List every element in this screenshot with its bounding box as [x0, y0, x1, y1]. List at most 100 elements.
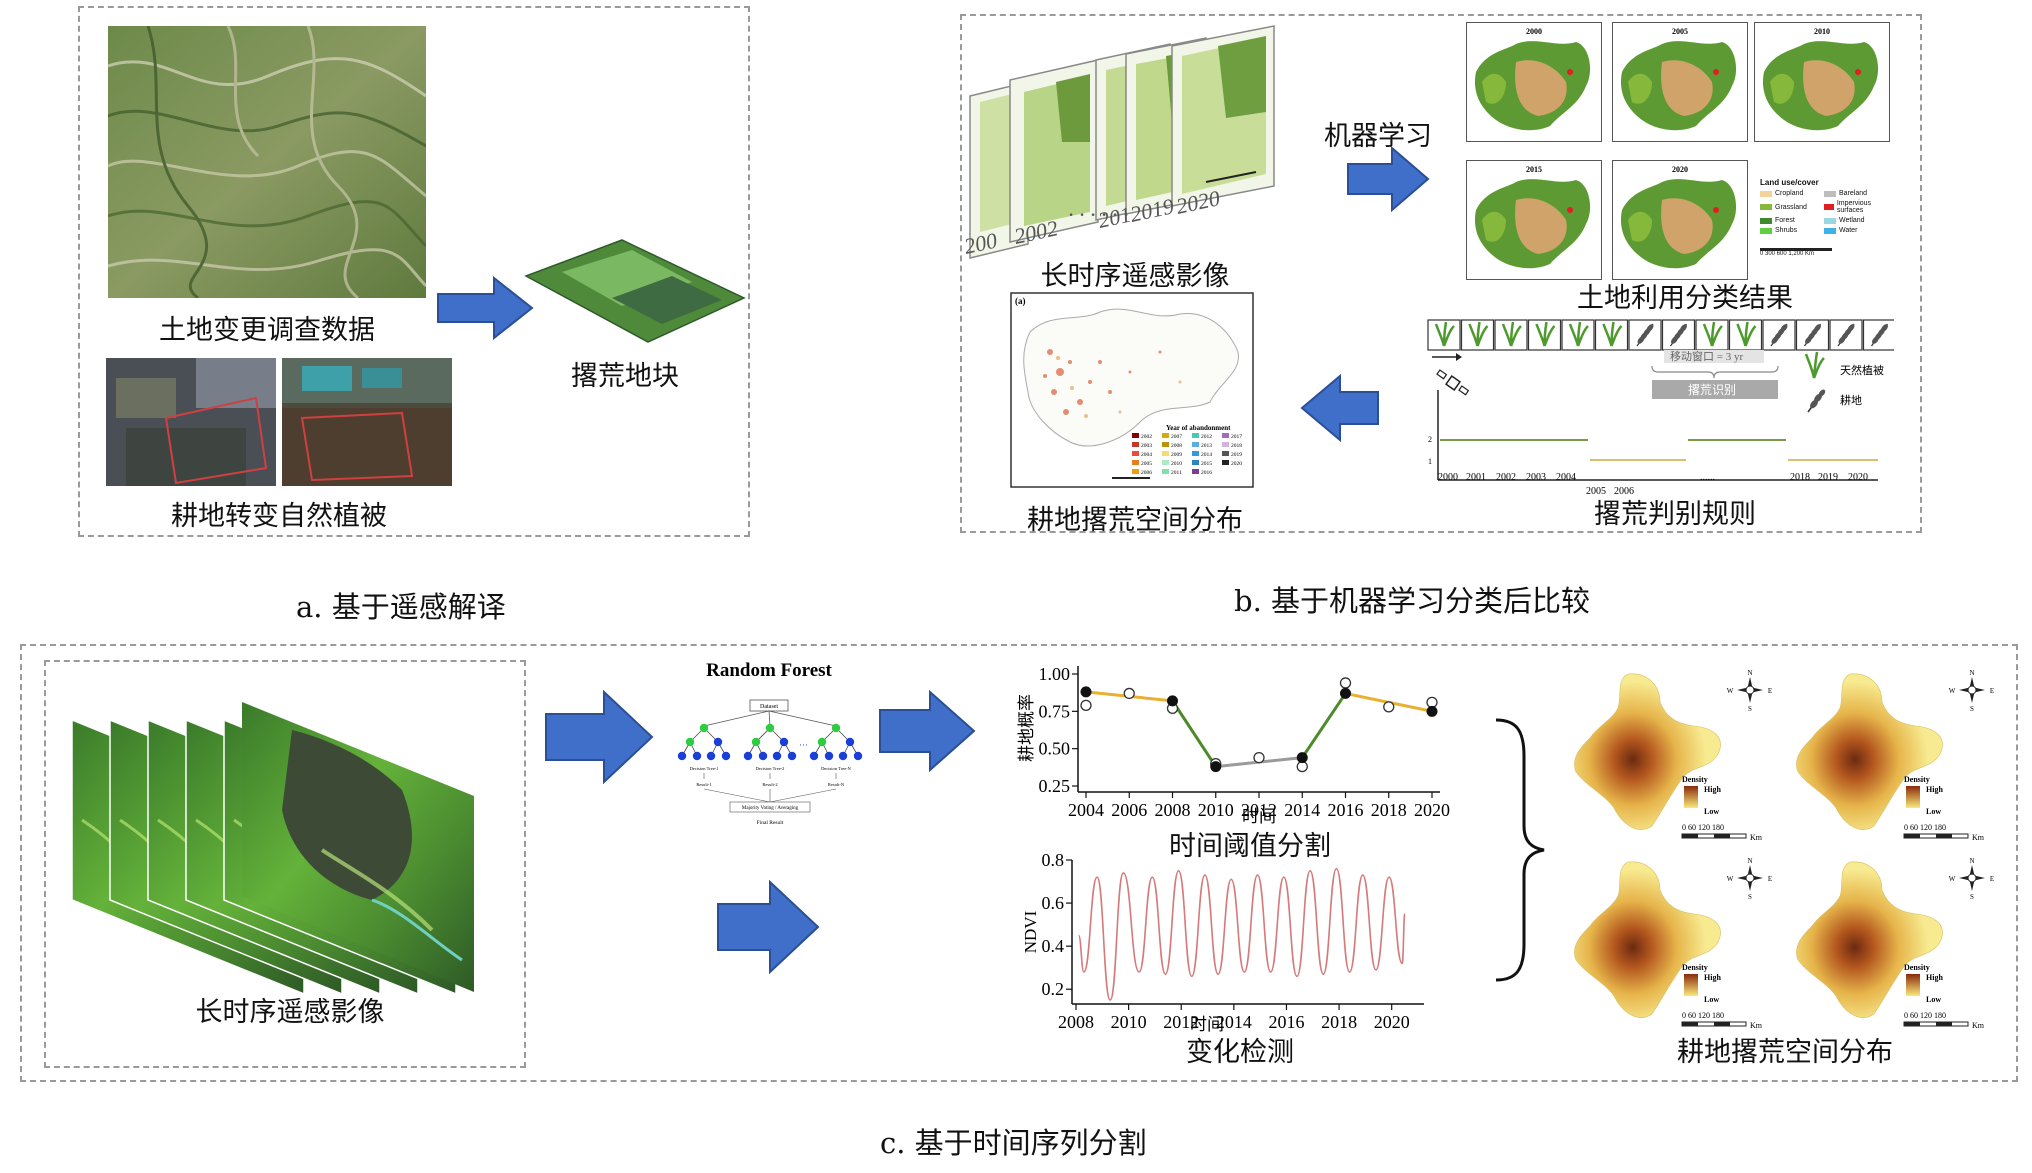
natural-vegetation-cell [1494, 319, 1528, 351]
prob-y-tick-label: 0.75 [1039, 701, 1071, 721]
abandon-legend-year: 2004 [1141, 452, 1152, 458]
threshold-label: 时间阈值分割 [1169, 831, 1331, 862]
legend-swatch [1760, 217, 1772, 224]
time-series-image-label-b: 长时序遥感影像 [1040, 261, 1230, 292]
natural-vegetation-cell [1527, 319, 1562, 351]
panel-b-caption: b. 基于机器学习分类后比较 [1234, 584, 1591, 618]
legend-swatch [1760, 227, 1772, 234]
lulc-legend-item: Impervious surfaces [1824, 200, 1888, 214]
compass-s: S [1748, 705, 1752, 713]
density-region [1796, 673, 1943, 830]
compass-e: E [1768, 687, 1772, 695]
arrow-c-1 [545, 690, 654, 784]
rule-year-label: 2020 [1848, 472, 1868, 483]
ndvi-y-tick-label: 0.8 [1042, 852, 1065, 870]
panel-c-stack-frame [44, 660, 526, 1068]
rule-year-label: 2006 [1614, 486, 1634, 497]
abandon-legend-swatch [1192, 451, 1199, 456]
rf-ellipsis: ··· [799, 740, 808, 750]
abandon-legend-year: 2009 [1171, 452, 1182, 458]
compass-n: N [1969, 857, 1974, 865]
panel-c-caption: c. 基于时间序列分割 [880, 1126, 1147, 1160]
rule-year-label: 2000 [1438, 472, 1458, 483]
ndvi-y-tick-label: 0.2 [1042, 979, 1065, 999]
density-colorbar [1684, 786, 1698, 808]
cropland-cell [1695, 319, 1729, 351]
abandon-legend-swatch [1222, 460, 1229, 465]
lulc-year-2010: 2010 [1814, 27, 1830, 36]
abandon-legend-year: 2006 [1141, 470, 1152, 476]
prob-point-filled [1426, 705, 1438, 717]
rf-title: Random Forest [706, 660, 832, 681]
legend-swatch [1760, 190, 1772, 197]
rule-y-tick-2: 2 [1428, 435, 1432, 444]
ndvi-series-line [1077, 867, 1406, 1001]
rf-tree-label: Decision Tree-2 [756, 766, 785, 771]
abandon-legend-year: 2005 [1141, 461, 1152, 467]
prob-x-tick-label: 2006 [1111, 800, 1147, 820]
natural-vegetation-cell [1561, 319, 1595, 351]
natural-vegetation-icon [1804, 351, 1825, 379]
lulc-map-2005: 2005 [1612, 22, 1748, 142]
rf-result-label: Result-2 [762, 782, 777, 787]
abandonment-year-map: (a) Year of abandonment 2002200320042005… [1010, 292, 1254, 488]
prob-segment-green [1171, 700, 1218, 768]
abandon-legend-year: 2012 [1201, 434, 1212, 440]
cropland-cell [1762, 319, 1796, 351]
natural-vegetation-cell [1460, 319, 1495, 351]
farmland-image-2 [282, 358, 452, 486]
ndvi-x-tick-label: 2012 [1163, 1012, 1199, 1032]
abandon-legend-swatch [1162, 442, 1169, 447]
ndvi-x-tick-label: 2016 [1268, 1012, 1304, 1032]
ndvi-x-tick-label: 2008 [1058, 1012, 1094, 1032]
abandon-legend-year: 2017 [1231, 434, 1242, 440]
legend-natural-text: 天然植被 [1840, 363, 1884, 377]
prob-y-label: 耕地概率 [1017, 694, 1036, 762]
rf-result-label: Result-1 [696, 782, 711, 787]
abandon-legend-year: 2010 [1171, 461, 1182, 467]
prob-x-tick-label: 2014 [1284, 800, 1320, 820]
time-series-image-label-c: 长时序遥感影像 [195, 997, 385, 1028]
compass-n: N [1747, 857, 1752, 865]
abandon-legend-year: 2011 [1171, 470, 1182, 476]
prob-x-tick-label: 2010 [1198, 800, 1234, 820]
lulc-year-2020: 2020 [1672, 165, 1688, 174]
rf-final: Final Result [757, 820, 784, 826]
land-survey-image [108, 26, 426, 298]
arrow-a-right [437, 276, 534, 340]
abandon-legend-year: 2007 [1171, 434, 1182, 440]
abandon-legend-swatch [1222, 451, 1229, 456]
rf-vote: Majority Voting / Averaging [742, 806, 799, 811]
density-low: Low [1926, 807, 1941, 816]
compass-s: S [1748, 893, 1752, 901]
time-series-image-stack-c [72, 702, 474, 994]
panel-b-frame [960, 14, 1922, 533]
rf-tree-label: Decision Tree-N [821, 766, 852, 771]
abandon-map-tag: (a) [1015, 296, 1026, 306]
prob-x-tick-label: 2012 [1241, 800, 1277, 820]
map-scale-text: 0 60 120 180 [1682, 823, 1724, 832]
prob-point-open [1123, 687, 1135, 700]
legend-swatch [1824, 217, 1836, 224]
abandoned-parcel-image [524, 239, 746, 343]
change-detection-label: 变化检测 [1186, 1037, 1294, 1068]
natural-vegetation-cell [1594, 319, 1629, 351]
abandon-legend-year: 2014 [1201, 452, 1212, 458]
lulc-map-2000: 2000 [1466, 22, 1602, 142]
abandonment-distribution-label-c: 耕地撂荒空间分布 [1677, 1037, 1893, 1068]
satellite-icon [1436, 369, 1470, 396]
legend-swatch [1824, 204, 1834, 210]
lulc-result-label: 土地利用分类结果 [1577, 283, 1793, 314]
lulc-legend-item: Shrubs [1760, 227, 1824, 234]
prob-point-filled [1210, 761, 1222, 773]
abandon-legend-swatch [1192, 469, 1199, 474]
ndvi-y-label: NDVI [1021, 910, 1040, 953]
abandon-legend-swatch [1162, 469, 1169, 474]
